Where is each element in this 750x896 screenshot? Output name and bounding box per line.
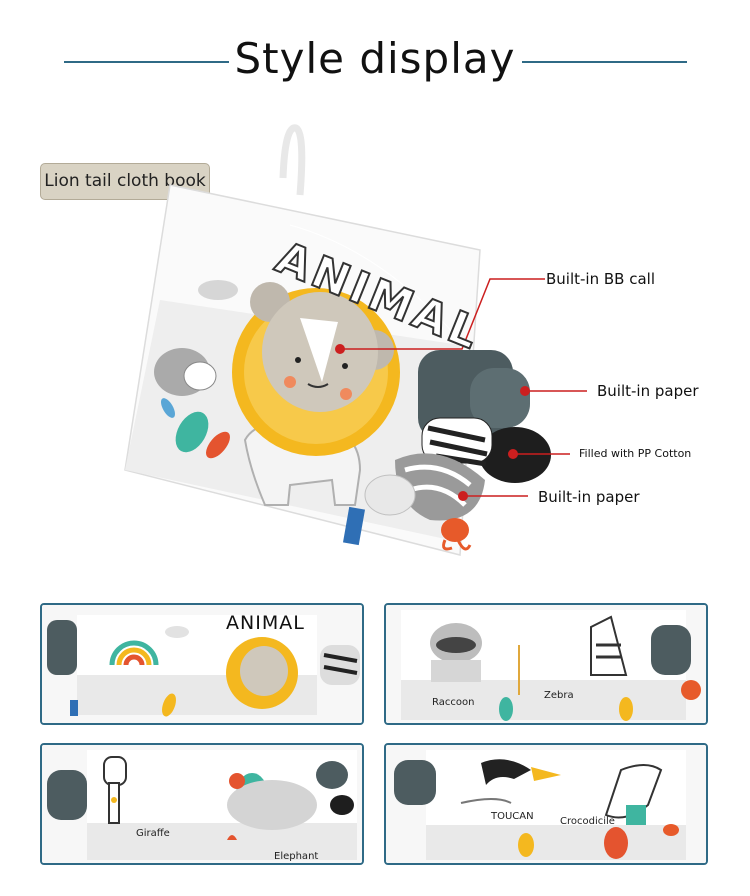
thumbnail-label-giraffe: Giraffe (136, 828, 170, 839)
title-rule-left (64, 61, 229, 63)
thumbnail-illustration (386, 605, 706, 723)
thumbnail-animal-cover[interactable]: ANIMAL (40, 603, 364, 725)
thumbnail-label-toucan: TOUCAN (491, 811, 534, 822)
callout-built-in-paper-2: Built-in paper (538, 488, 640, 506)
thumbnail-illustration (42, 605, 362, 723)
thumbnail-label-crocodile: Crocodicile (560, 816, 615, 827)
thumbnail-label-zebra: Zebra (544, 690, 574, 701)
title-rule-right (522, 61, 687, 63)
thumbnail-giraffe-elephant[interactable]: Giraffe Elephant (40, 743, 364, 865)
thumbnail-raccoon-zebra[interactable]: Raccoon Zebra (384, 603, 708, 725)
thumbnail-toucan-crocodile[interactable]: TOUCAN Crocodicile (384, 743, 708, 865)
thumbnail-title: ANIMAL (226, 612, 305, 634)
callout-bb-call: Built-in BB call (546, 270, 655, 288)
thumbnail-label-raccoon: Raccoon (432, 697, 475, 708)
callout-built-in-paper-1: Built-in paper (597, 382, 699, 400)
callout-pp-cotton: Filled with PP Cotton (579, 447, 692, 460)
product-illustration (124, 124, 587, 556)
thumbnail-illustration (386, 745, 706, 863)
thumbnail-illustration (42, 745, 362, 863)
thumbnail-label-elephant: Elephant (274, 851, 319, 862)
page-title: Style display (234, 34, 516, 83)
